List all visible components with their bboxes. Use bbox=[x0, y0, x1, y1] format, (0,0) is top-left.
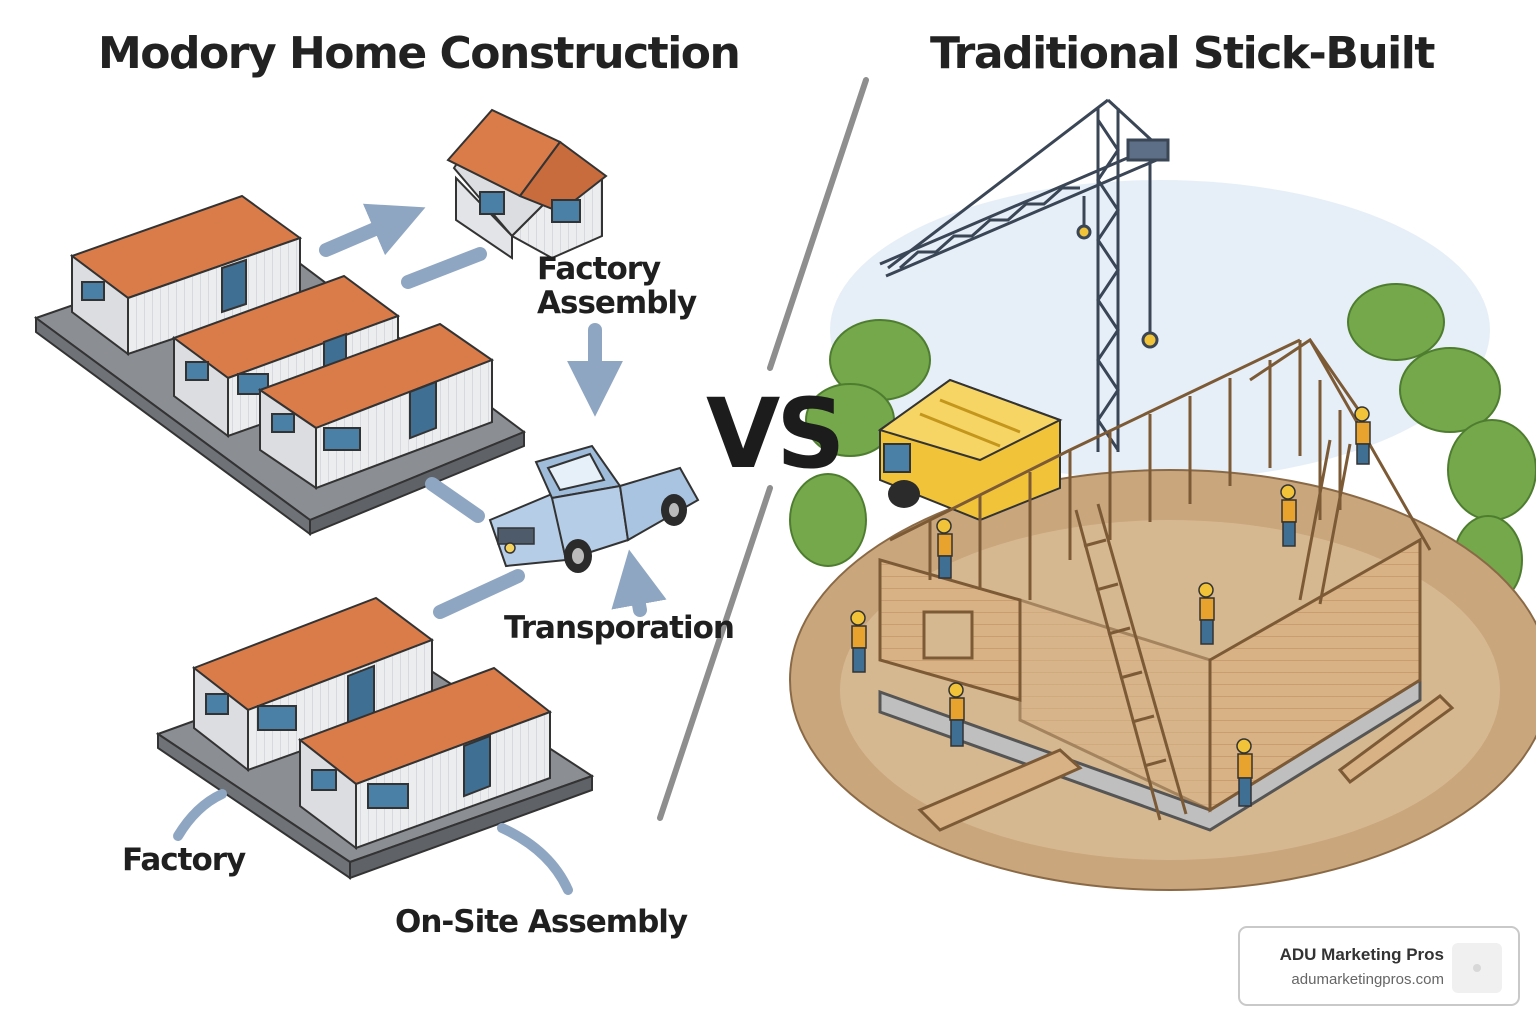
flow-arrows bbox=[173, 203, 667, 895]
assembled-house bbox=[446, 108, 608, 260]
arrow-factory-truck bbox=[425, 477, 485, 523]
module-unit bbox=[69, 194, 303, 356]
house-frame bbox=[878, 337, 1455, 832]
logo-dot-icon bbox=[1473, 964, 1481, 972]
arrow-onsite-curve bbox=[497, 823, 573, 895]
module-unit bbox=[191, 596, 435, 773]
trees bbox=[789, 283, 1536, 605]
label-factory: Factory bbox=[122, 842, 246, 878]
arrow-to-house bbox=[319, 203, 426, 257]
module-unit bbox=[297, 666, 553, 850]
tower-crane-icon bbox=[879, 98, 1170, 452]
stick-built-scene bbox=[789, 98, 1536, 891]
title-stick-built: Traditional Stick-Built bbox=[930, 28, 1435, 79]
yellow-machine bbox=[877, 378, 1063, 522]
construction-worker-icon bbox=[850, 406, 1371, 807]
arrow-house-link bbox=[401, 247, 487, 289]
brand-url[interactable]: adumarketingpros.com bbox=[1291, 971, 1444, 988]
label-transportation: Transporation bbox=[504, 610, 735, 646]
arrow-transport bbox=[611, 549, 667, 617]
pickup-truck-icon bbox=[488, 444, 700, 573]
label-onsite-assembly: On-Site Assembly bbox=[395, 904, 688, 940]
label-factory-assembly-line2: Assembly bbox=[537, 285, 697, 321]
title-modular: Modory Home Construction bbox=[98, 28, 741, 79]
arrow-truck-site bbox=[433, 569, 525, 619]
label-factory-assembly-line1: Factory bbox=[537, 251, 661, 287]
module-unit bbox=[257, 322, 495, 490]
vs-divider bbox=[657, 77, 869, 821]
brand-card[interactable]: ADU Marketing Pros adumarketingpros.com bbox=[1238, 926, 1520, 1006]
wall-front-mid bbox=[1018, 597, 1212, 813]
label-factory-assembly: Factory Assembly bbox=[537, 251, 697, 321]
arrow-factory-curve bbox=[173, 789, 227, 841]
modular-construction-scene bbox=[33, 108, 700, 895]
vs-label: VS bbox=[706, 378, 845, 490]
brand-logo-icon bbox=[1452, 943, 1502, 993]
brand-name: ADU Marketing Pros bbox=[1279, 945, 1444, 964]
